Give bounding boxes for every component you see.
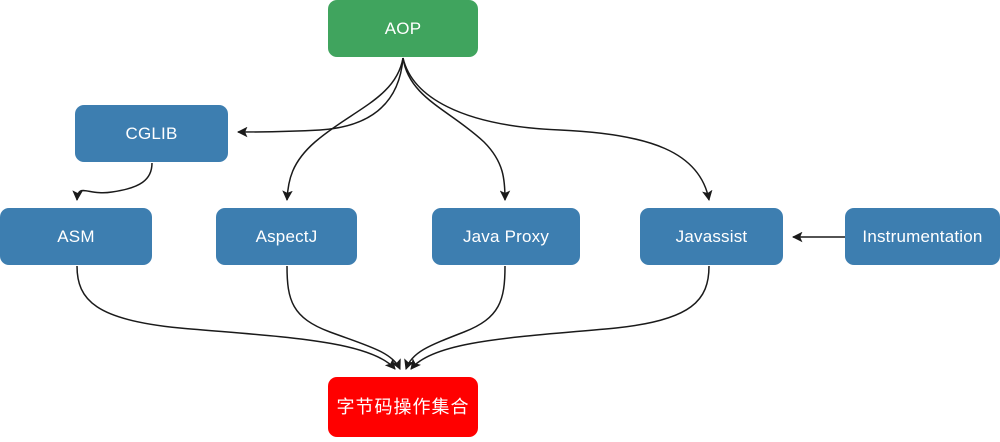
node-bytecode-operation-set-label: 字节码操作集合 <box>336 397 470 417</box>
edge-cglib-to-asm <box>72 162 153 202</box>
edge-aop-to-aspectj <box>282 57 404 202</box>
edge-aspectj-to-bytecode <box>286 265 401 370</box>
edge-aop-to-javassist <box>402 57 713 202</box>
node-instrumentation-label: Instrumentation <box>862 227 983 246</box>
node-asm-label: ASM <box>57 227 95 246</box>
node-aop[interactable]: AOP <box>328 0 478 57</box>
node-instrumentation[interactable]: Instrumentation <box>845 208 1000 265</box>
node-cglib-label: CGLIB <box>125 124 178 143</box>
edge-aop-to-javaproxy <box>402 57 511 202</box>
node-cglib[interactable]: CGLIB <box>75 105 228 162</box>
node-java-proxy[interactable]: Java Proxy <box>432 208 580 265</box>
edge-javassist-to-bytecode <box>410 265 710 370</box>
node-aspectj[interactable]: AspectJ <box>216 208 357 265</box>
node-bytecode-operation-set[interactable]: 字节码操作集合 <box>328 377 478 437</box>
edge-asm-to-bytecode <box>76 265 396 370</box>
node-javassist[interactable]: Javassist <box>640 208 783 265</box>
node-javassist-label: Javassist <box>675 227 748 246</box>
node-java-proxy-label: Java Proxy <box>462 227 550 246</box>
node-aop-label: AOP <box>384 19 422 38</box>
edge-aop-to-cglib <box>236 57 404 138</box>
edge-javaproxy-to-bytecode <box>404 265 506 370</box>
node-aspectj-label: AspectJ <box>255 227 318 246</box>
node-asm[interactable]: ASM <box>0 208 152 265</box>
